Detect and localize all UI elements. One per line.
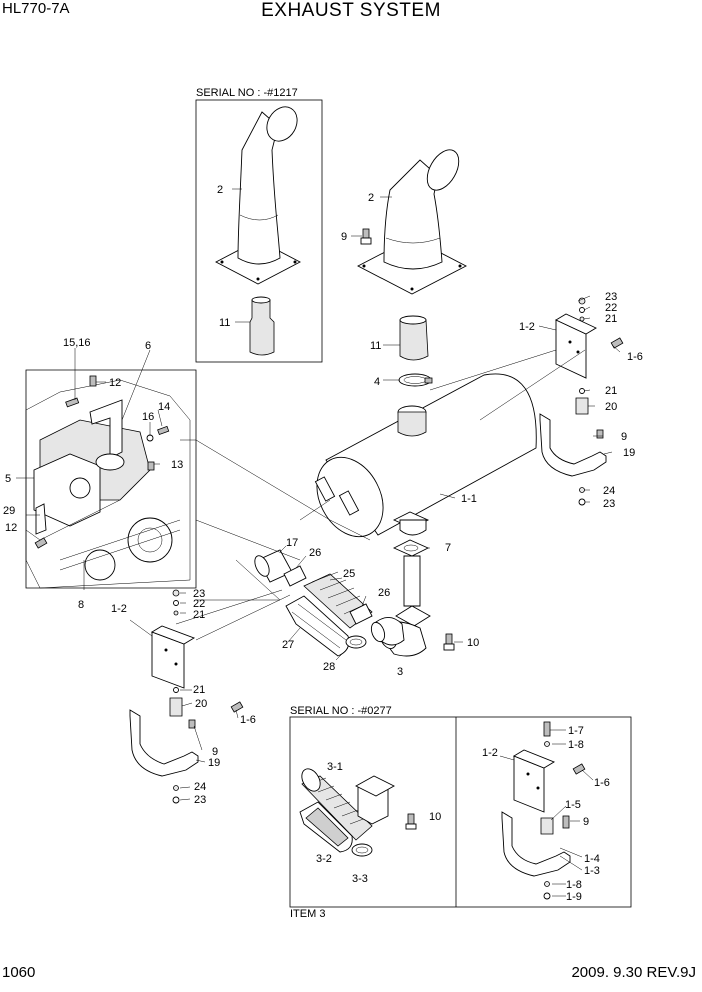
clamp-4: [398, 373, 433, 387]
flex-pipe-assembly: [254, 549, 405, 657]
callout: 1-8: [566, 879, 582, 891]
callout: 11: [370, 340, 381, 352]
bolt-10: [443, 633, 455, 651]
callout: 21: [193, 684, 205, 696]
callout: 2: [217, 184, 223, 196]
callout: 21: [193, 609, 205, 621]
outlet-flange-upper: [392, 511, 430, 536]
callout: 28: [323, 661, 335, 673]
callout: 26: [378, 587, 390, 599]
callout: 1-5: [565, 799, 581, 811]
engine-inset: [25, 369, 197, 589]
mount-bracket-left: [129, 589, 244, 804]
callout: 1-3: [584, 865, 600, 877]
callout: 10: [467, 637, 479, 649]
callout: 1-6: [240, 714, 256, 726]
page-title: EXHAUST SYSTEM: [261, 0, 441, 21]
callout: 1-1: [461, 493, 477, 505]
callout: 19: [623, 447, 635, 459]
callout: 3-1: [327, 761, 343, 773]
callout: 1-2: [519, 321, 535, 333]
serial-note-upper: SERIAL NO : -#1217: [196, 87, 298, 99]
callout: 6: [145, 340, 151, 352]
exhaust-stack-pipe-left: [215, 106, 301, 285]
callout: 9: [212, 746, 218, 758]
revision-date: 2009. 9.30 REV.9J: [571, 964, 696, 981]
callout: 16: [142, 411, 154, 423]
adapter-pipe-right: [399, 315, 429, 361]
callout: 1-2: [482, 747, 498, 759]
exhaust-stack-pipe-right: [357, 149, 467, 295]
callout: 25: [343, 568, 355, 580]
callout: 4: [374, 376, 380, 388]
bolt-9-top: [360, 228, 372, 245]
callout: 12: [5, 522, 17, 534]
callout: 24: [603, 485, 615, 497]
callout: 26: [309, 547, 321, 559]
callout-labels: 2 11 2 9 11 4 23 22 21 1-2 1-6 21 20 9 1…: [3, 184, 643, 903]
callout: 3: [397, 666, 403, 678]
callout: 1-6: [594, 777, 610, 789]
page-number: 1060: [2, 964, 36, 981]
muffler-body: [314, 373, 537, 538]
callout: 8: [78, 599, 84, 611]
callout: 10: [429, 811, 441, 823]
callout: 7: [445, 542, 451, 554]
callout: 11: [219, 317, 230, 329]
callout: 27: [282, 639, 294, 651]
callout: 1-7: [568, 725, 584, 737]
callout: 9: [341, 231, 347, 243]
callout: 13: [171, 459, 183, 471]
callout: 1-9: [566, 891, 582, 903]
callout: 19: [208, 757, 220, 769]
serial-inset-lower: SERIAL NO : -#0277 ITEM 3: [289, 705, 632, 920]
callout: 29: [3, 505, 15, 517]
callout: 23: [193, 588, 205, 600]
serial-inset-upper: SERIAL NO : -#1217: [195, 87, 323, 363]
mount-bracket-item-1: [499, 721, 594, 900]
callout: 23: [194, 794, 206, 806]
callout: 1-2: [111, 603, 127, 615]
serial-note-lower: SERIAL NO : -#0277: [290, 705, 392, 717]
callout: 15,16: [63, 337, 91, 349]
item-note: ITEM 3: [290, 908, 325, 920]
gasket-7: [392, 539, 430, 557]
flex-pipe-item-3: [299, 768, 417, 857]
mount-bracket-right: [539, 297, 624, 506]
leader-lines: [16, 188, 621, 801]
callout: 17: [286, 537, 298, 549]
callout: 23: [605, 291, 617, 303]
callout: 21: [605, 385, 617, 397]
callout: 24: [194, 781, 206, 793]
callout: 12: [109, 377, 121, 389]
callout: 23: [603, 498, 615, 510]
callout: 3-3: [352, 873, 368, 885]
callout: 22: [193, 598, 205, 610]
callout: 1-8: [568, 739, 584, 751]
adapter-pipe-left: [249, 296, 275, 356]
callout: 2: [368, 192, 374, 204]
callout: 1-6: [627, 351, 643, 363]
callout: 20: [605, 401, 617, 413]
callout: 5: [5, 473, 11, 485]
callout: 9: [583, 816, 589, 828]
callout: 14: [158, 401, 170, 413]
callout: 9: [621, 431, 627, 443]
callout: 3-2: [316, 853, 332, 865]
callout: 20: [195, 698, 207, 710]
callout: 1-4: [584, 853, 600, 865]
callout: 21: [605, 313, 617, 325]
callout: 22: [605, 302, 617, 314]
model-name: HL770-7A: [2, 0, 70, 17]
